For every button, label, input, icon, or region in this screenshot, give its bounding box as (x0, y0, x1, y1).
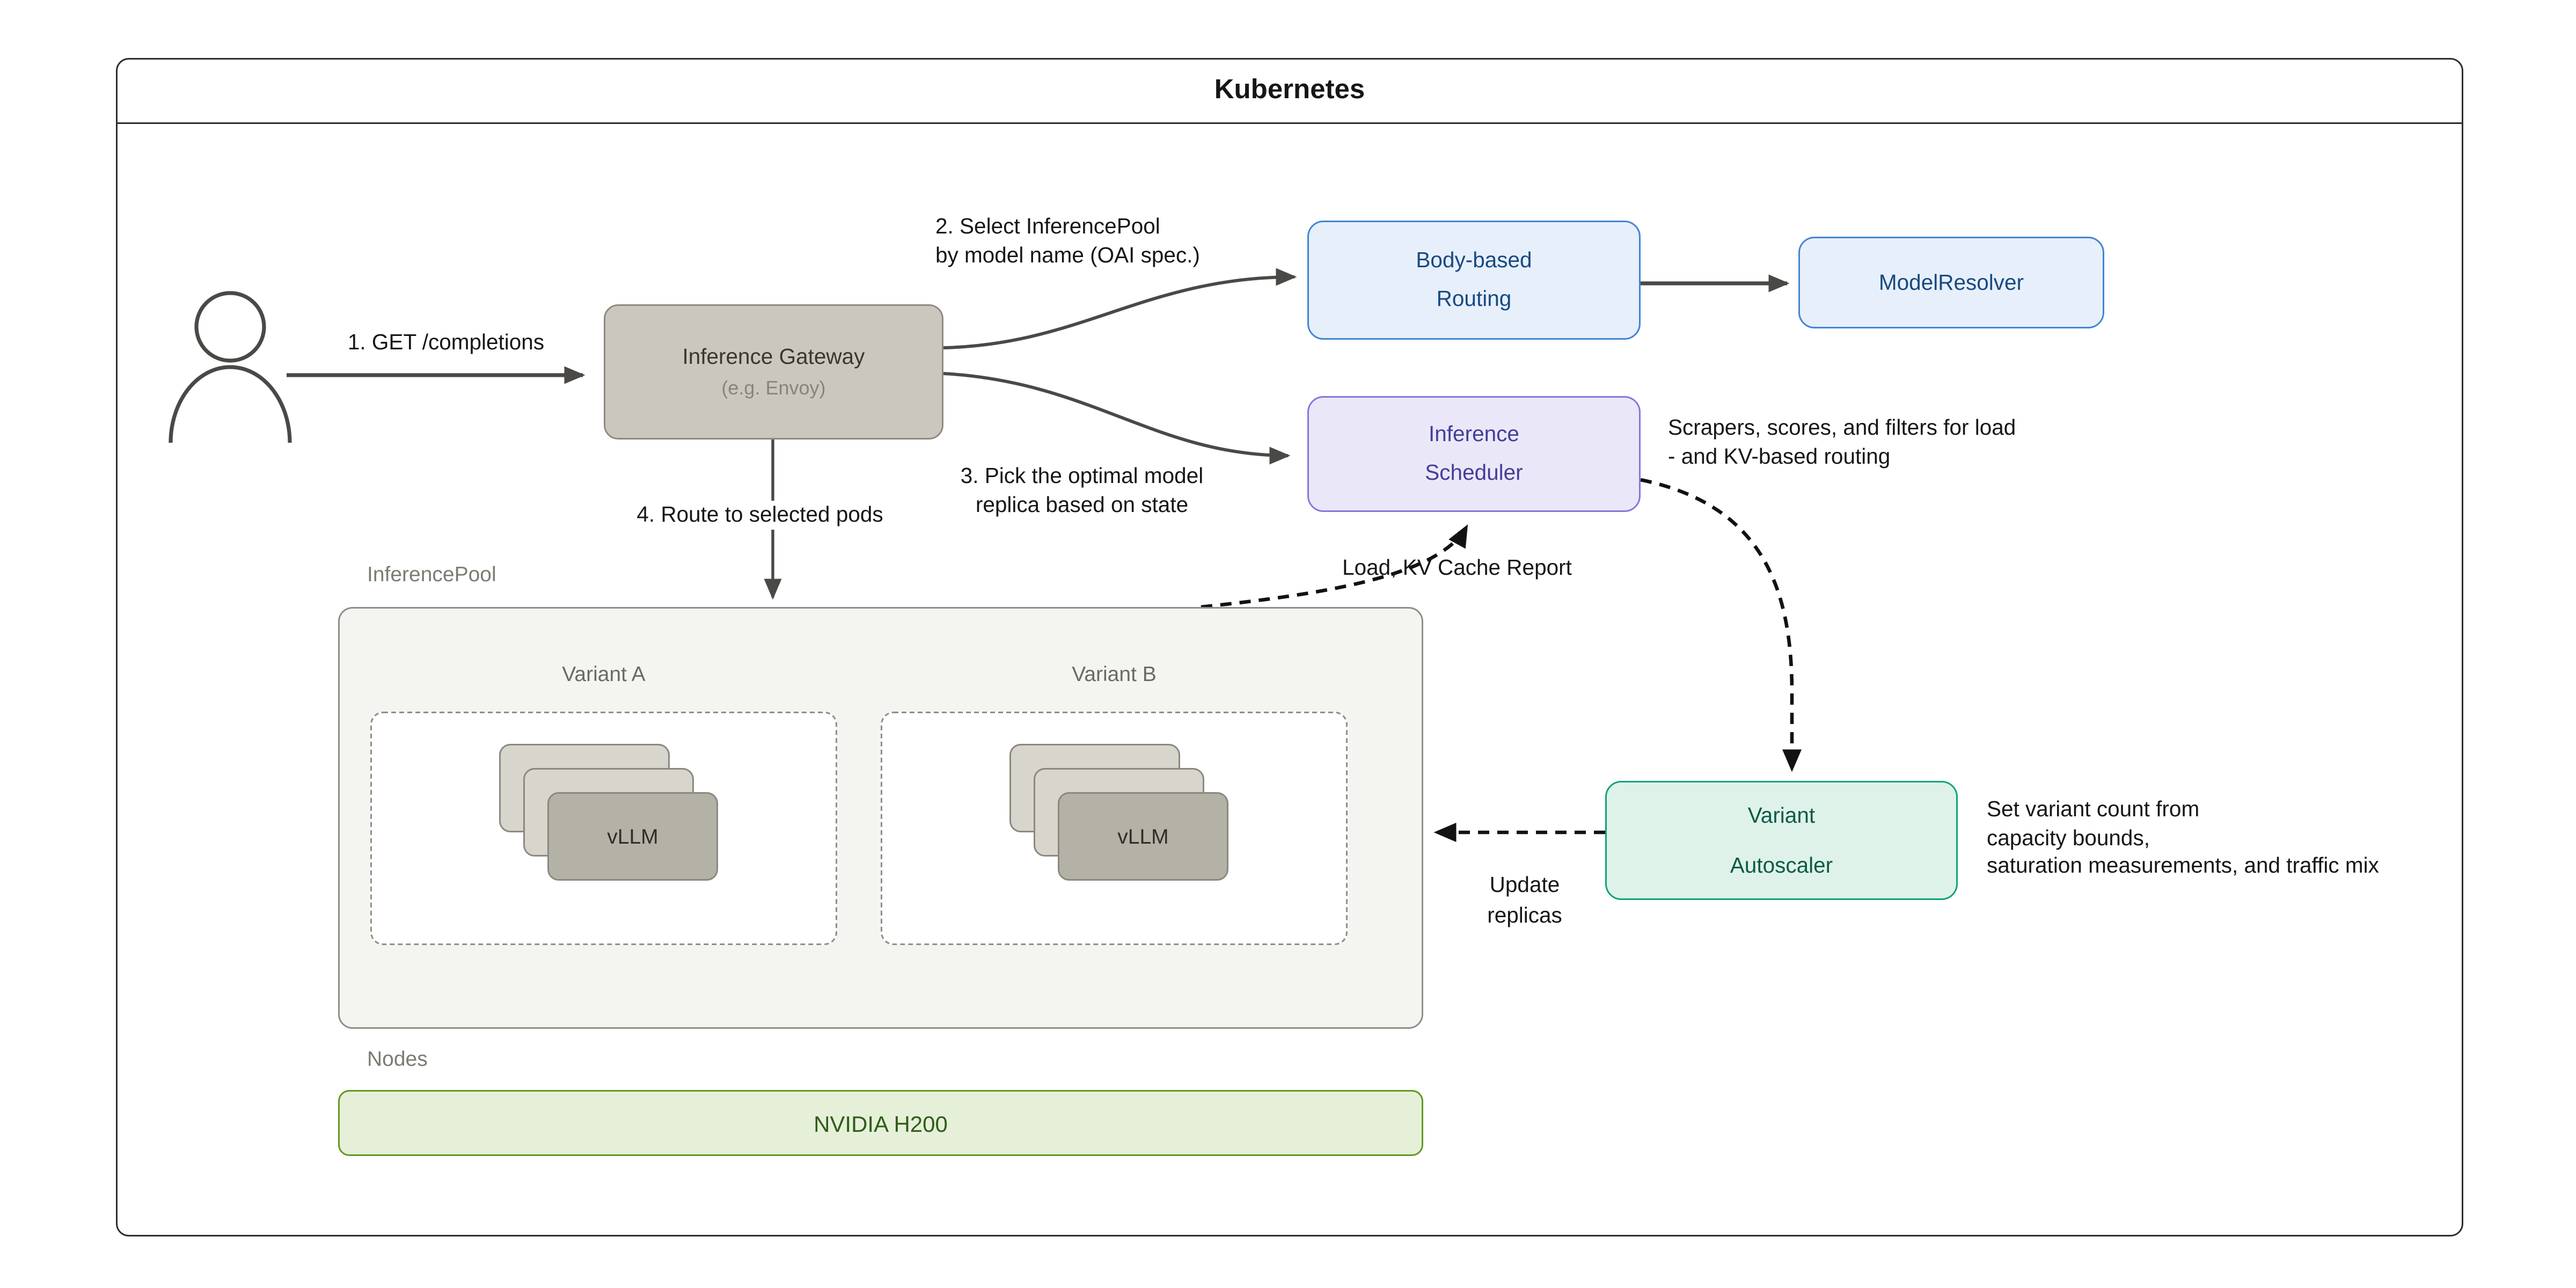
annotation-step1: 1. GET /completions (347, 330, 545, 354)
variant-a-label: Variant A (562, 662, 646, 686)
inference-scheduler-node: Inference Scheduler (1307, 396, 1641, 512)
arrow-gateway-to-body-based-routing (943, 268, 1297, 349)
dashed-arrow-pool-to-scheduler (1201, 524, 1468, 609)
vllm-pod: vLLM (1058, 792, 1228, 881)
inferencepool-label: InferencePool (367, 562, 496, 586)
body-based-routing-label: Body-based Routing (1416, 248, 1532, 311)
annotation-step4: 4. Route to selected pods (628, 501, 891, 529)
inference-gateway-node: Inference Gateway (e.g. Envoy) (604, 304, 943, 440)
kubernetes-frame-header: Kubernetes (116, 58, 2463, 124)
annotation-step2: 2. Select InferencePool by model name (O… (935, 214, 1200, 267)
annotation-scrapers: Scrapers, scores, and filters for load -… (1668, 415, 2016, 468)
inference-scheduler-label: Inference Scheduler (1425, 422, 1523, 485)
kubernetes-title: Kubernetes (1214, 74, 1365, 105)
kubernetes-frame (116, 58, 2463, 1236)
variant-b-label: Variant B (1072, 662, 1157, 686)
modelresolver-node: ModelResolver (1798, 237, 2104, 328)
annotation-step3: 3. Pick the optimal model replica based … (960, 464, 1204, 516)
nvidia-h200-node: NVIDIA H200 (338, 1090, 1423, 1156)
annotation-set-variant-count: Set variant count from capacity bounds, … (1987, 797, 2379, 877)
variant-autoscaler-label: Variant Autoscaler (1730, 803, 1833, 877)
user-icon (169, 291, 292, 443)
vllm-label: vLLM (1117, 824, 1169, 848)
vllm-label: vLLM (607, 824, 658, 848)
variant-autoscaler-node: Variant Autoscaler (1605, 781, 1958, 900)
body-based-routing-node: Body-based Routing (1307, 221, 1641, 340)
inference-gateway-title: Inference Gateway (682, 345, 865, 369)
vllm-pod: vLLM (547, 792, 718, 881)
annotation-load-kv-cache-report: Load, KV Cache Report (1342, 555, 1572, 580)
annotation-update-replicas: Update replicas (1487, 873, 1562, 927)
dashed-arrow-scheduler-to-autoscaler (1640, 478, 1802, 772)
modelresolver-label: ModelResolver (1878, 269, 2024, 294)
nvidia-h200-label: NVIDIA H200 (814, 1110, 948, 1136)
arrow-gateway-to-inference-scheduler (943, 372, 1291, 465)
inference-gateway-subtitle: (e.g. Envoy) (721, 377, 826, 399)
nodes-label: Nodes (367, 1046, 428, 1071)
